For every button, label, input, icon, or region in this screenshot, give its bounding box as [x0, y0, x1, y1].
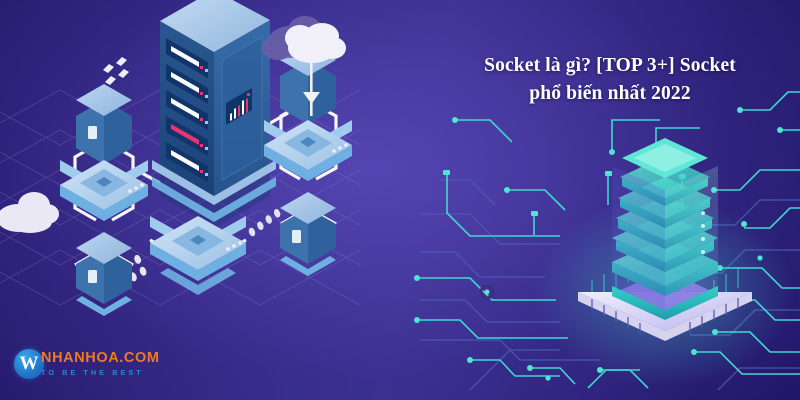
page-title-line-1: Socket là gì? [TOP 3+] Socket [484, 55, 736, 76]
cube-top-right [280, 44, 336, 124]
logo-tagline: TO BE THE BEST [41, 367, 144, 377]
logo-monogram-icon: W [14, 349, 44, 379]
cube-bottom-right [280, 192, 336, 276]
circuit-traces-bright [420, 91, 800, 389]
slab-2 [620, 156, 710, 228]
slab-1-top [622, 138, 708, 206]
stack-side-dots [701, 211, 705, 254]
circuit-nodes [414, 107, 783, 381]
cube-bottom-left [76, 232, 132, 316]
rack-base-ring [152, 160, 276, 222]
cloud-left-icon [0, 192, 59, 233]
circuit-traces-dim [420, 149, 800, 391]
slab-3 [618, 177, 712, 249]
iso-grid [0, 89, 361, 306]
server-rack [160, 0, 270, 228]
platform-center-bottom [150, 216, 246, 295]
bar-chart-icon [226, 88, 252, 125]
slab-5 [612, 214, 718, 296]
slab-6 [612, 238, 718, 320]
logo-company-name: NHANHOA.COM [41, 349, 160, 366]
circuit-chip-dot [479, 284, 495, 300]
slab-4 [616, 196, 714, 272]
rack-bay-active [166, 116, 208, 156]
cube-top-left [76, 84, 132, 164]
chip-base [578, 256, 752, 341]
cloud-upload-icon [262, 16, 346, 116]
logo-text-block: NHANHOA.COM TO BE THE BEST [41, 349, 160, 378]
page-title: Socket là gì? [TOP 3+] Socket phổ biến n… [430, 52, 790, 108]
brand-logo[interactable]: W NHANHOA.COM TO BE THE BEST [14, 349, 160, 379]
page-title-line-2: phổ biến nhất 2022 [529, 83, 691, 104]
logo-monogram-letter: W [19, 353, 39, 374]
platform-mid-left [60, 160, 148, 221]
platform-mid-right [264, 120, 352, 181]
rack-bays [166, 38, 208, 182]
server-stack [612, 138, 718, 320]
connector-pipes [73, 103, 338, 267]
server-glow [535, 197, 795, 387]
chip-dot-core [484, 289, 490, 295]
dash-decorations [103, 57, 281, 282]
